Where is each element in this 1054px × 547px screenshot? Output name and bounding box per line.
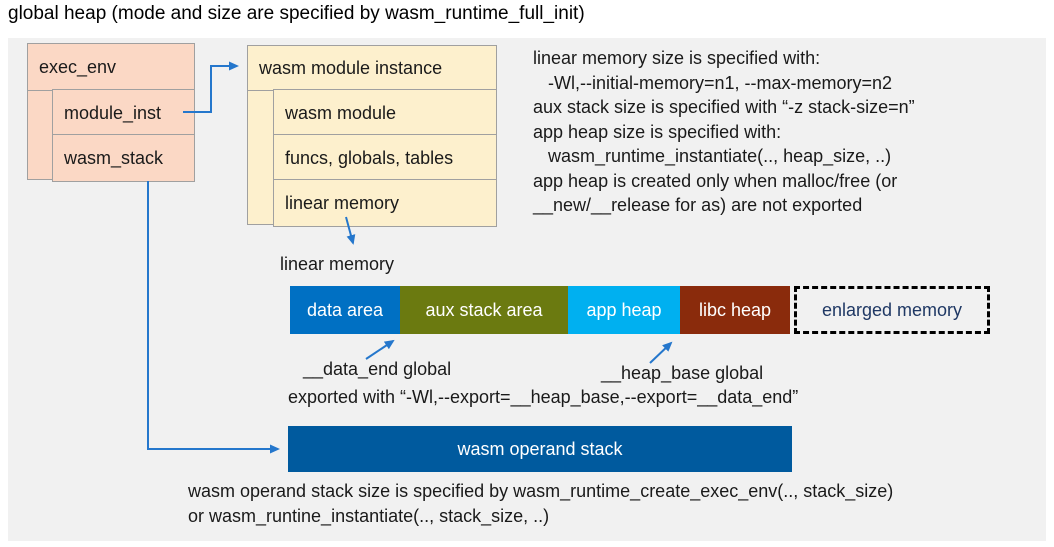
page-title: global heap (mode and size are specified… xyxy=(8,3,585,24)
segment-aux-stack-area: aux stack area xyxy=(400,286,568,334)
exec-env-row-wasm-stack: wasm_stack xyxy=(52,134,195,182)
segment-enlarged-memory: enlarged memory xyxy=(794,286,990,334)
wasm-module-instance-title: wasm module instance xyxy=(248,46,496,91)
linear-memory-bar: data area aux stack area app heap libc h… xyxy=(290,286,990,334)
operand-stack-note-line2: or wasm_runtine_instantiate(.., stack_si… xyxy=(188,506,550,526)
memory-size-notes: linear memory size is specified with: -W… xyxy=(533,48,915,215)
row-funcs-globals-tables: funcs, globals, tables xyxy=(273,134,497,182)
row-linear-memory: linear memory xyxy=(273,179,497,227)
exec-env-row-module-inst: module_inst xyxy=(52,89,195,137)
segment-data-area: data area xyxy=(290,286,400,334)
exported-with-label: exported with “-Wl,--export=__heap_base,… xyxy=(288,387,799,407)
data-end-global-label: __data_end global xyxy=(303,359,452,379)
segment-libc-heap: libc heap xyxy=(680,286,790,334)
segment-app-heap: app heap xyxy=(568,286,680,334)
wasm-module-instance-box: wasm module instance wasm module funcs, … xyxy=(247,45,497,227)
wasm-operand-stack-bar: wasm operand stack xyxy=(288,426,792,472)
linear-memory-label: linear memory xyxy=(280,254,395,274)
exec-env-title: exec_env xyxy=(28,44,194,91)
exec-env-box: exec_env module_inst wasm_stack xyxy=(27,43,195,182)
row-wasm-module: wasm module xyxy=(273,89,497,137)
operand-stack-note-line1: wasm operand stack size is specified by … xyxy=(188,481,894,501)
heap-base-global-label: __heap_base global xyxy=(601,363,764,383)
